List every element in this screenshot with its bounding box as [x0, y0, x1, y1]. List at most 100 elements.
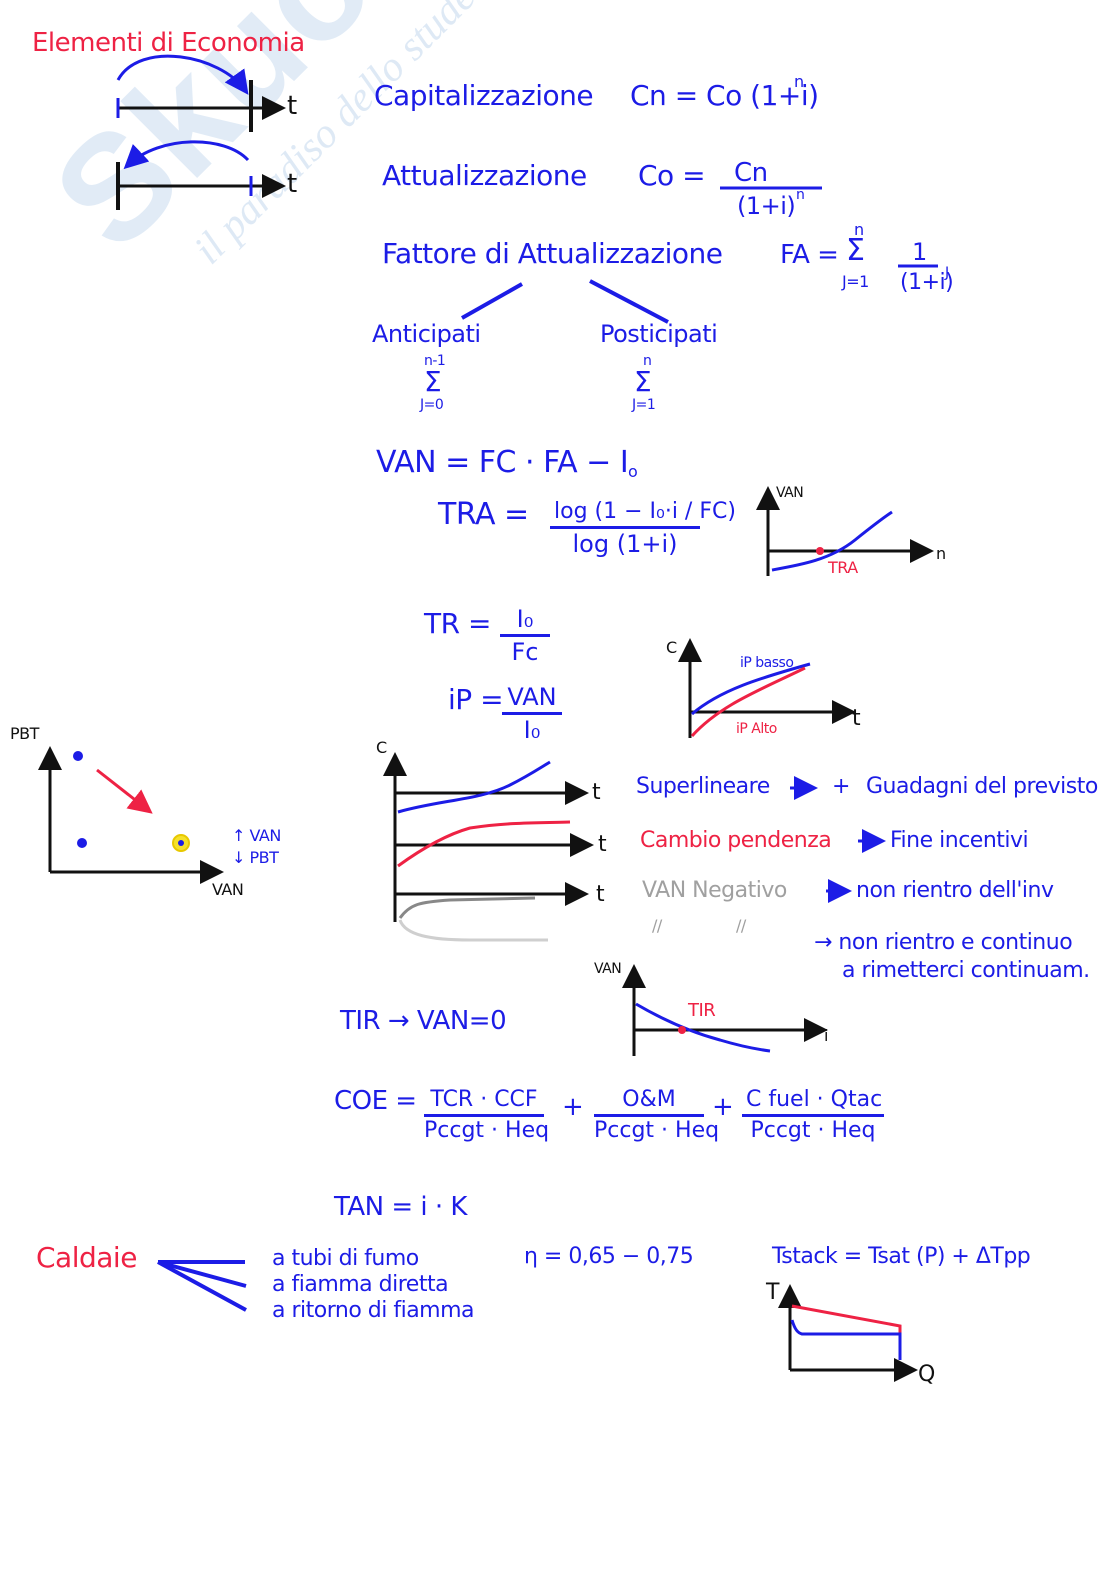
caldaie-item-2: a fiamma diretta [272, 1272, 449, 1297]
ip-num: VAN [502, 684, 562, 716]
postponed-sum-top: n [643, 353, 652, 369]
coe-f3-den: Pccgt · Heq [750, 1118, 876, 1144]
pbt-graph [38, 746, 224, 884]
discounting-label: Attualizzazione [382, 159, 587, 192]
capitalization-label: Capitalizzazione [374, 79, 594, 112]
caldaie-branches [157, 1260, 247, 1312]
coe-plus-2: + [712, 1092, 734, 1122]
ip-graph-ylabel: C [666, 638, 677, 657]
coe-fraction-1: TCR · CCF Pccgt · Heq [424, 1087, 550, 1144]
pbt-graph-xlabel: VAN [212, 880, 244, 899]
fa-frac-exp: J [945, 265, 949, 281]
tan-formula: TAN = i · K [334, 1192, 467, 1222]
van-sub: o [628, 462, 638, 481]
caldaie-label: Caldaie [36, 1241, 137, 1274]
tq-graph-xlabel: Q [918, 1362, 935, 1387]
postponed-sum-bottom: J=1 [632, 397, 656, 413]
coe-f2-num: O&M [594, 1087, 704, 1118]
postponed-label: Posticipati [600, 320, 718, 348]
cases-graph-xlabel-2: t [598, 832, 607, 857]
tr-lhs: TR = [424, 607, 491, 640]
discounting-timeline [116, 140, 286, 210]
case-extra-line-1: → non rientro e continuo [814, 930, 1073, 955]
tra-graph-xlabel: n [936, 544, 946, 563]
tir-graph-point: TIR [688, 1000, 716, 1021]
ip-graph-high: iP Alto [736, 721, 777, 737]
discounting-den: (1+i) [737, 192, 796, 220]
case-3-label: VAN Negativo [642, 878, 787, 903]
ip-den: I₀ [523, 716, 541, 745]
capitalization-exp: n [794, 72, 804, 91]
tstack-formula: Tstack = Tsat (P) + ΔTpp [772, 1244, 1031, 1269]
postponed-sum-symbol: Σ [634, 365, 652, 398]
coe-lhs: COE = [334, 1086, 417, 1116]
case-1-plus: + [832, 774, 850, 799]
tra-graph [756, 486, 934, 576]
discounting-num: Cn [734, 158, 768, 188]
ditto-mark-1: // [652, 916, 662, 935]
tra-graph-point: TRA [828, 558, 858, 577]
tr-num: I₀ [500, 606, 550, 638]
caldaie-efficiency: η = 0,65 − 0,75 [524, 1244, 694, 1269]
tq-graph-ylabel: T [766, 1280, 779, 1305]
tq-graph [778, 1284, 918, 1382]
fa-sum-bottom: J=1 [842, 272, 869, 291]
ip-fraction: VAN I₀ [502, 684, 562, 744]
case-1-label: Superlineare [636, 774, 770, 799]
tr-fraction: I₀ Fc [500, 606, 550, 666]
cases-graph-xlabel-1: t [592, 780, 601, 805]
tir-formula: TIR → VAN=0 [340, 1006, 507, 1036]
coe-f3-num: C fuel · Qtac [742, 1087, 884, 1118]
t-label-2: t [287, 169, 297, 199]
caldaie-item-1: a tubi di fumo [272, 1246, 419, 1271]
discounting-lhs: Co = [638, 159, 706, 192]
ip-graph-xlabel: t [852, 706, 861, 731]
cases-graph [383, 752, 594, 942]
tir-graph [622, 964, 828, 1056]
ip-lhs: iP = [448, 683, 504, 716]
caldaie-item-3: a ritorno di fiamma [272, 1298, 475, 1323]
discounting-den-exp: n [796, 187, 805, 203]
tra-den: log (1+i) [572, 530, 678, 559]
capitalization-timeline [116, 54, 286, 132]
case-2-label: Cambio pendenza [640, 828, 832, 853]
fa-sum-symbol: Σ [846, 233, 865, 268]
tra-lhs: TRA = [438, 497, 529, 532]
coe-fraction-3: C fuel · Qtac Pccgt · Heq [742, 1087, 884, 1144]
ip-graph-low: iP basso [740, 655, 794, 671]
t-label-1: t [287, 91, 297, 121]
pbt-note-2: ↓ PBT [232, 848, 279, 867]
pbt-graph-ylabel: PBT [10, 724, 39, 743]
tr-den: Fc [511, 638, 539, 667]
case-1-result: Guadagni del previsto [866, 774, 1098, 799]
anticipated-label: Anticipati [372, 320, 481, 348]
coe-plus-1: + [562, 1092, 584, 1122]
case-3-result: non rientro dell'inv [856, 878, 1054, 903]
case-extra-line-2: a rimetterci continuam. [842, 958, 1090, 983]
van-formula: VAN = FC · FA − I [376, 445, 629, 480]
anticipated-sum-symbol: Σ [424, 365, 442, 398]
tir-graph-ylabel: VAN [594, 961, 622, 977]
tra-num: log (1 − I₀·i / FC) [550, 499, 736, 530]
ditto-mark-2: // [736, 916, 746, 935]
fa-frac-den: (1+i) [900, 270, 954, 295]
capitalization-formula: Cn = Co (1+i) [630, 79, 819, 112]
coe-f1-num: TCR · CCF [424, 1087, 544, 1118]
case-2-result: Fine incentivi [890, 828, 1029, 853]
tra-fraction: log (1 − I₀·i / FC) log (1+i) [550, 499, 736, 559]
coe-fraction-2: O&M Pccgt · Heq [594, 1087, 720, 1144]
cases-graph-ylabel: C [376, 738, 387, 757]
anticipated-sum-top: n-1 [424, 353, 446, 369]
tir-graph-xlabel: i [824, 1026, 828, 1045]
fa-frac-num: 1 [912, 238, 927, 266]
ip-graph [678, 638, 856, 738]
tra-graph-ylabel: VAN [776, 485, 804, 501]
anticipated-sum-bottom: J=0 [420, 397, 444, 413]
discount-factor-label: Fattore di Attualizzazione [382, 237, 723, 270]
coe-f1-den: Pccgt · Heq [424, 1118, 550, 1144]
cases-graph-xlabel-3: t [596, 882, 605, 907]
coe-f2-den: Pccgt · Heq [594, 1118, 720, 1144]
title: Elementi di Economia [32, 28, 305, 58]
